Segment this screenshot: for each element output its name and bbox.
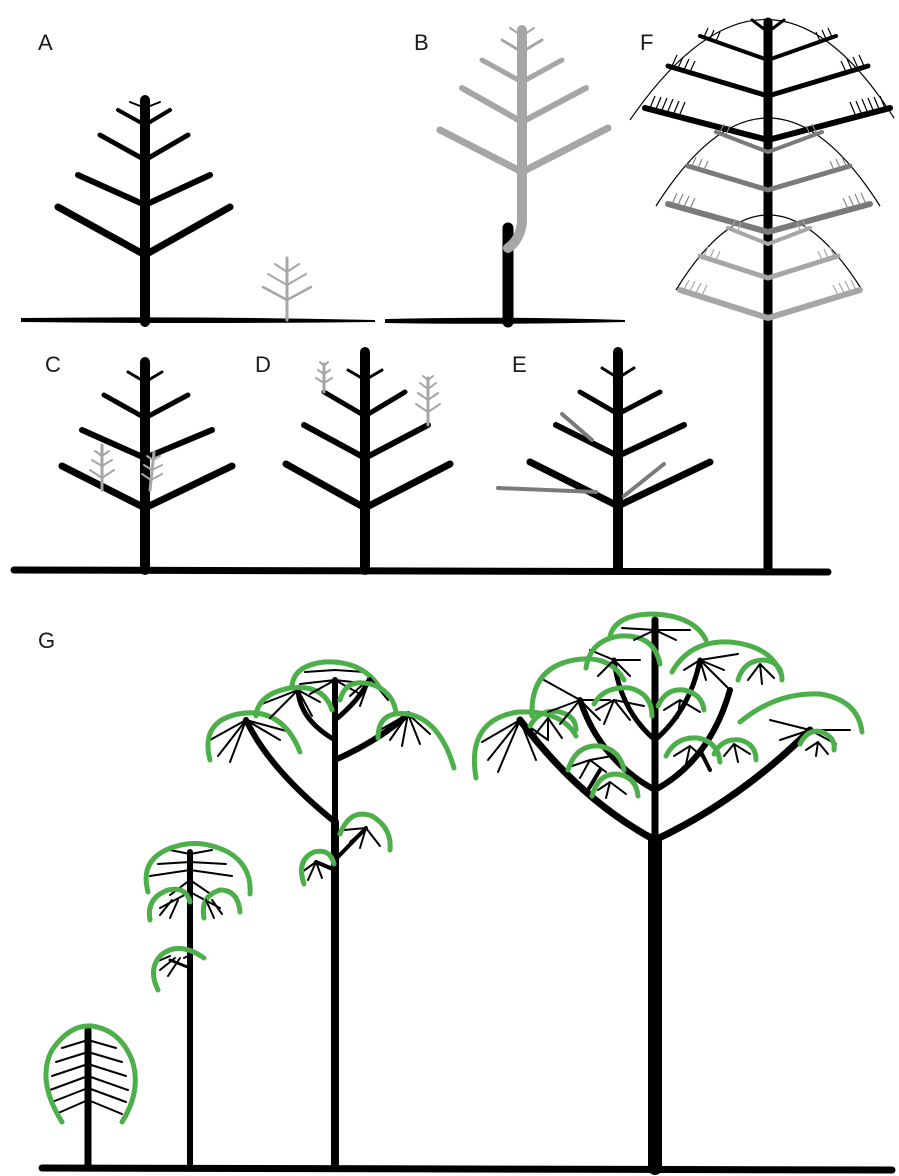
panel-label-d: D — [255, 352, 271, 377]
panel-label-g: G — [38, 628, 55, 653]
upper-tier — [642, 18, 893, 143]
panel-b — [385, 25, 626, 328]
middle-tier — [665, 123, 873, 235]
panel-label-a: A — [38, 30, 53, 55]
panel-label-b: B — [414, 30, 429, 55]
panel-d — [282, 347, 454, 575]
tree-stage-3 — [205, 659, 457, 1172]
mature-tree — [526, 347, 714, 575]
ground-line — [21, 317, 376, 323]
panel-f — [629, 17, 895, 575]
reiteration-tip-left — [315, 361, 333, 394]
lower-tier — [677, 220, 863, 321]
ground-line-g — [38, 1164, 896, 1174]
reiteration-right — [141, 450, 163, 492]
panel-label-f: F — [640, 30, 653, 55]
tree-stage-1 — [43, 1023, 138, 1172]
reiterated-axis — [436, 25, 612, 253]
ground-line-cde — [10, 566, 832, 576]
reiteration-left — [89, 443, 115, 492]
panel-label-e: E — [512, 352, 527, 377]
tree-stage-4 — [471, 611, 865, 1175]
panel-a — [21, 95, 376, 327]
seedling-tree — [261, 256, 313, 322]
mature-tree — [54, 95, 234, 327]
reiteration-tip-right — [415, 375, 441, 427]
panel-g — [38, 611, 896, 1175]
tree-stage-2 — [143, 840, 253, 1171]
mature-tree — [282, 347, 454, 575]
panel-c — [58, 357, 236, 575]
replaced-branches — [496, 412, 666, 498]
panel-label-c: C — [45, 352, 61, 377]
panel-e — [496, 347, 714, 575]
crown-outline-upper — [629, 19, 895, 121]
